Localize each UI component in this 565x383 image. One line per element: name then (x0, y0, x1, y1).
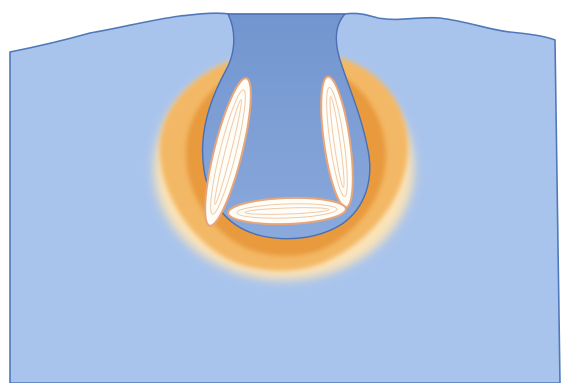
illustration (0, 0, 565, 383)
